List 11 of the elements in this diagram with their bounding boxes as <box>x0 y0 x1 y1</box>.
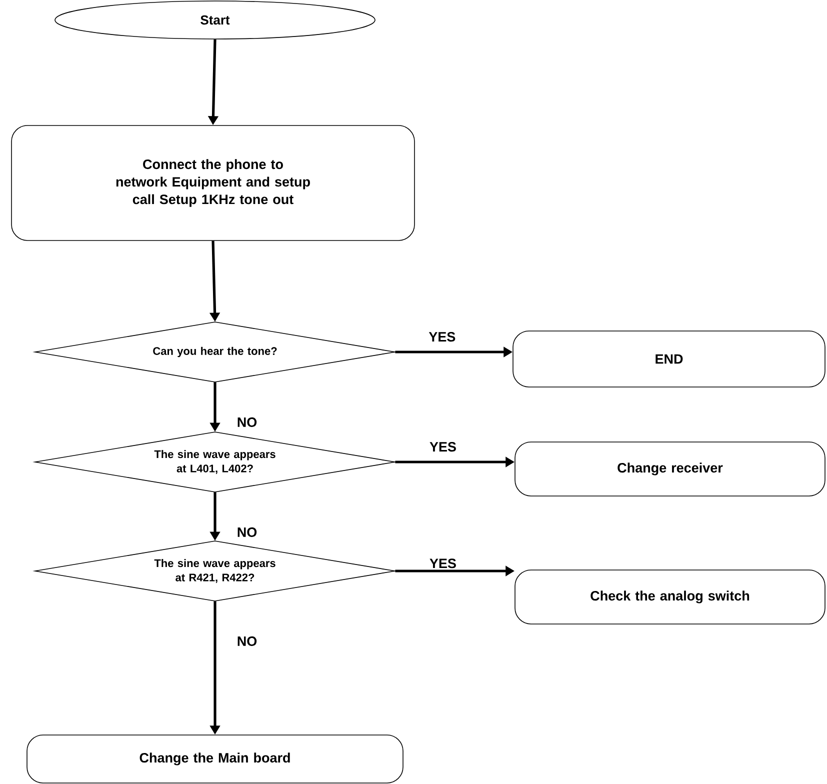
edge-label: NO <box>236 635 258 647</box>
edge-label: NO <box>236 526 258 538</box>
process-box: END <box>512 330 826 388</box>
edge-label: YES <box>428 331 457 343</box>
edge-label: YES <box>428 441 458 453</box>
process-box: Check the analog switch <box>514 570 826 624</box>
edge-label: YES <box>428 558 458 570</box>
process-box: Change the Main board <box>26 734 404 784</box>
process-box: Connect the phone to network Equipment and setup call Setup 1KHz tone out <box>11 125 415 241</box>
edge-label: NO <box>236 416 258 428</box>
process-box: Change receiver <box>514 442 826 496</box>
